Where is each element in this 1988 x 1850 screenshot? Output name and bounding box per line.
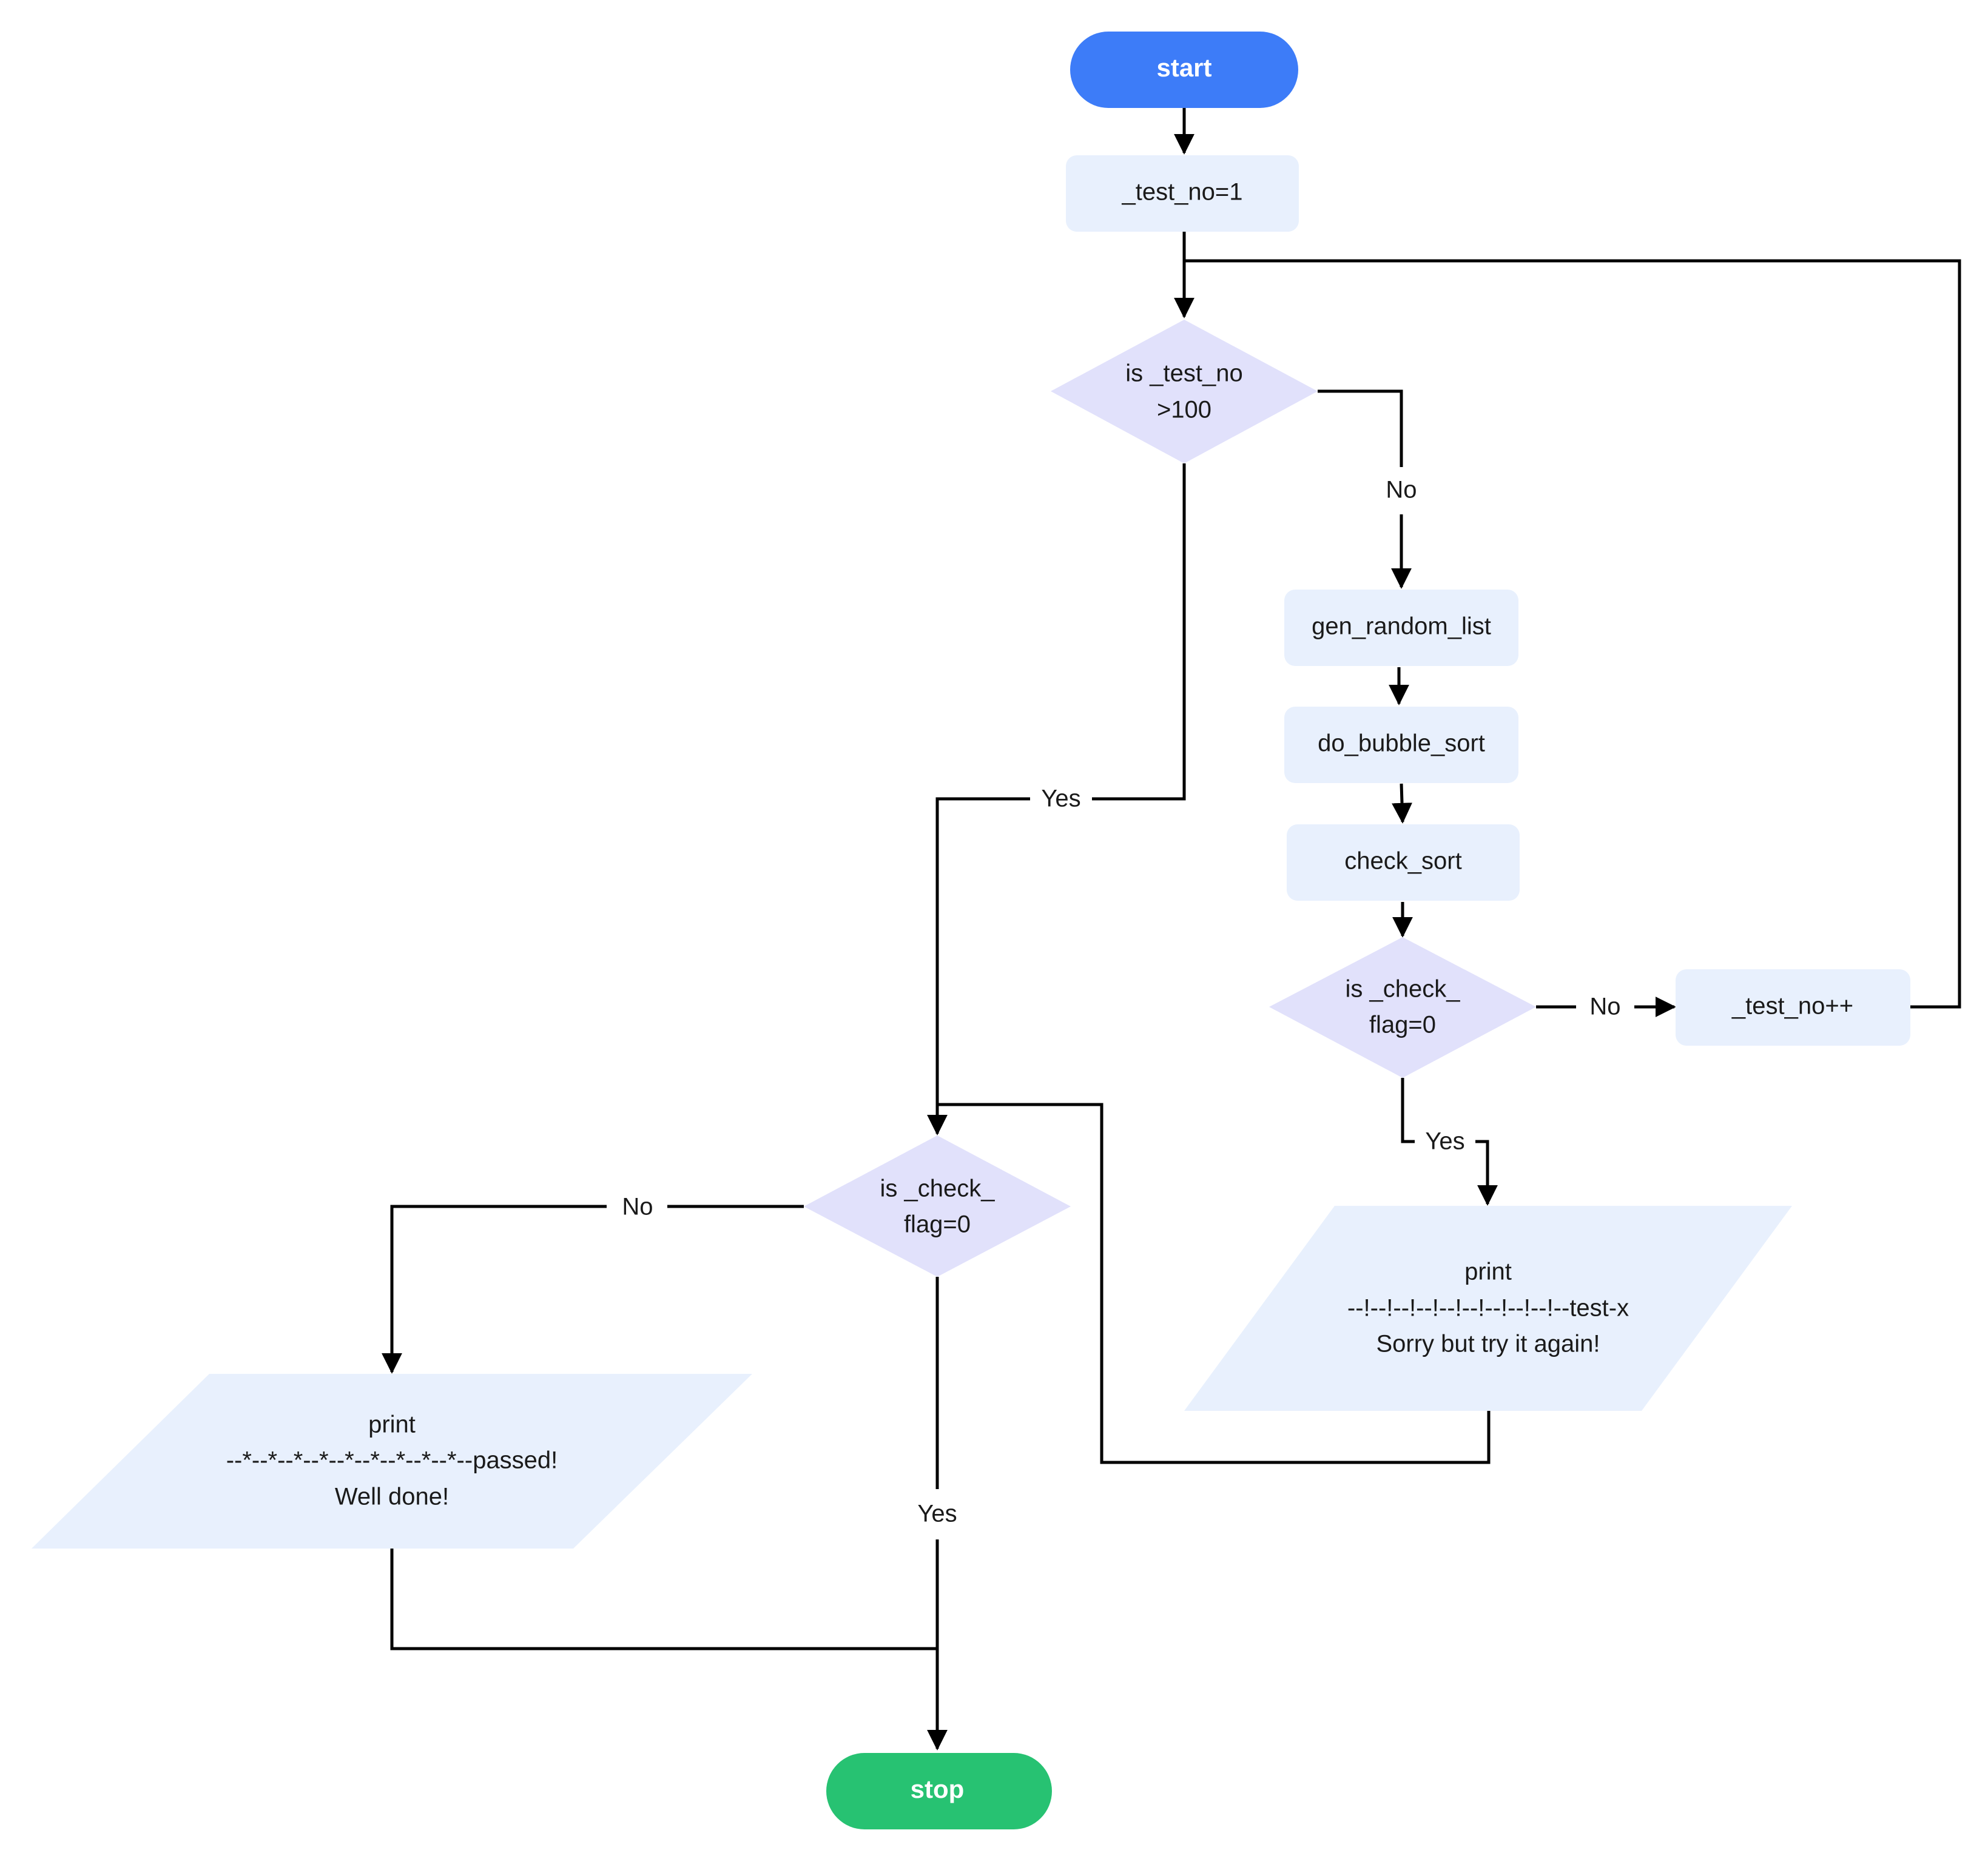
edge-flag-right-yes-b: [1475, 1140, 1498, 1206]
edge-fail-back: [937, 1103, 1491, 1464]
edge-flag-right-yes-a: [1401, 1078, 1415, 1143]
print-pass-line3: Well done!: [335, 1484, 449, 1510]
edge-test-yes-b: [927, 797, 1030, 1135]
stop-label: stop: [911, 1775, 965, 1803]
print-pass-node[interactable]: print --*--*--*--*--*--*--*--*--*--passe…: [32, 1374, 752, 1549]
edge-label-test-yes: Yes: [1041, 785, 1080, 812]
decision-flag-left-node[interactable]: is _check_ flag=0: [804, 1135, 1071, 1277]
print-pass-line1: print: [368, 1411, 416, 1438]
decision-flag-right-line2: flag=0: [1369, 1012, 1436, 1038]
print-pass-line2: --*--*--*--*--*--*--*--*--*--passed!: [226, 1447, 558, 1474]
decision-flag-right-node[interactable]: is _check_ flag=0: [1269, 937, 1536, 1078]
gen-random-list-node[interactable]: gen_random_list: [1284, 590, 1518, 666]
decision-flag-left-line2: flag=0: [904, 1211, 971, 1238]
increment-label: _test_no++: [1731, 993, 1853, 1020]
edge-label-flag-left-yes: Yes: [917, 1501, 957, 1527]
check-label: check_sort: [1344, 848, 1461, 875]
edge-sort-to-check: [1392, 783, 1413, 824]
edge-label-test-no: No: [1386, 477, 1417, 503]
decision-flag-left-line1: is _check_: [880, 1176, 996, 1202]
print-fail-line3: Sorry but try it again!: [1376, 1331, 1600, 1357]
do-bubble-sort-node[interactable]: do_bubble_sort: [1284, 707, 1518, 783]
edge-test-no-top: [1318, 389, 1403, 467]
print-fail-line2: --!--!--!--!--!--!--!--!--!--test-x: [1347, 1295, 1629, 1322]
sort-label: do_bubble_sort: [1318, 730, 1485, 757]
edge-label-flag-right-yes: Yes: [1425, 1128, 1464, 1155]
decision-flag-right-line1: is _check_: [1346, 976, 1461, 1003]
gen-label: gen_random_list: [1312, 613, 1491, 640]
decision-test-line2: >100: [1157, 397, 1211, 423]
increment-node[interactable]: _test_no++: [1676, 969, 1910, 1046]
start-label: start: [1156, 53, 1211, 82]
edge-flag-left-no-b: [382, 1205, 607, 1374]
edge-label-flag-right-no: No: [1589, 994, 1620, 1020]
edge-label-flag-left-no: No: [622, 1194, 653, 1220]
print-fail-line1: print: [1464, 1259, 1512, 1285]
decision-test-node[interactable]: is _test_no >100: [1051, 320, 1318, 463]
start-node[interactable]: start: [1070, 32, 1298, 108]
edge-increment-loop-back: [1184, 259, 1961, 1009]
print-fail-node[interactable]: print --!--!--!--!--!--!--!--!--!--test-…: [1184, 1206, 1792, 1411]
stop-node[interactable]: stop: [826, 1753, 1052, 1829]
edge-test-yes-a: [1092, 463, 1186, 801]
check-sort-node[interactable]: check_sort: [1287, 824, 1520, 901]
decision-test-line1: is _test_no: [1125, 360, 1242, 387]
edge-pass-to-stop: [390, 1549, 937, 1650]
init-node[interactable]: _test_no=1: [1066, 155, 1299, 232]
init-label: _test_no=1: [1121, 179, 1242, 206]
